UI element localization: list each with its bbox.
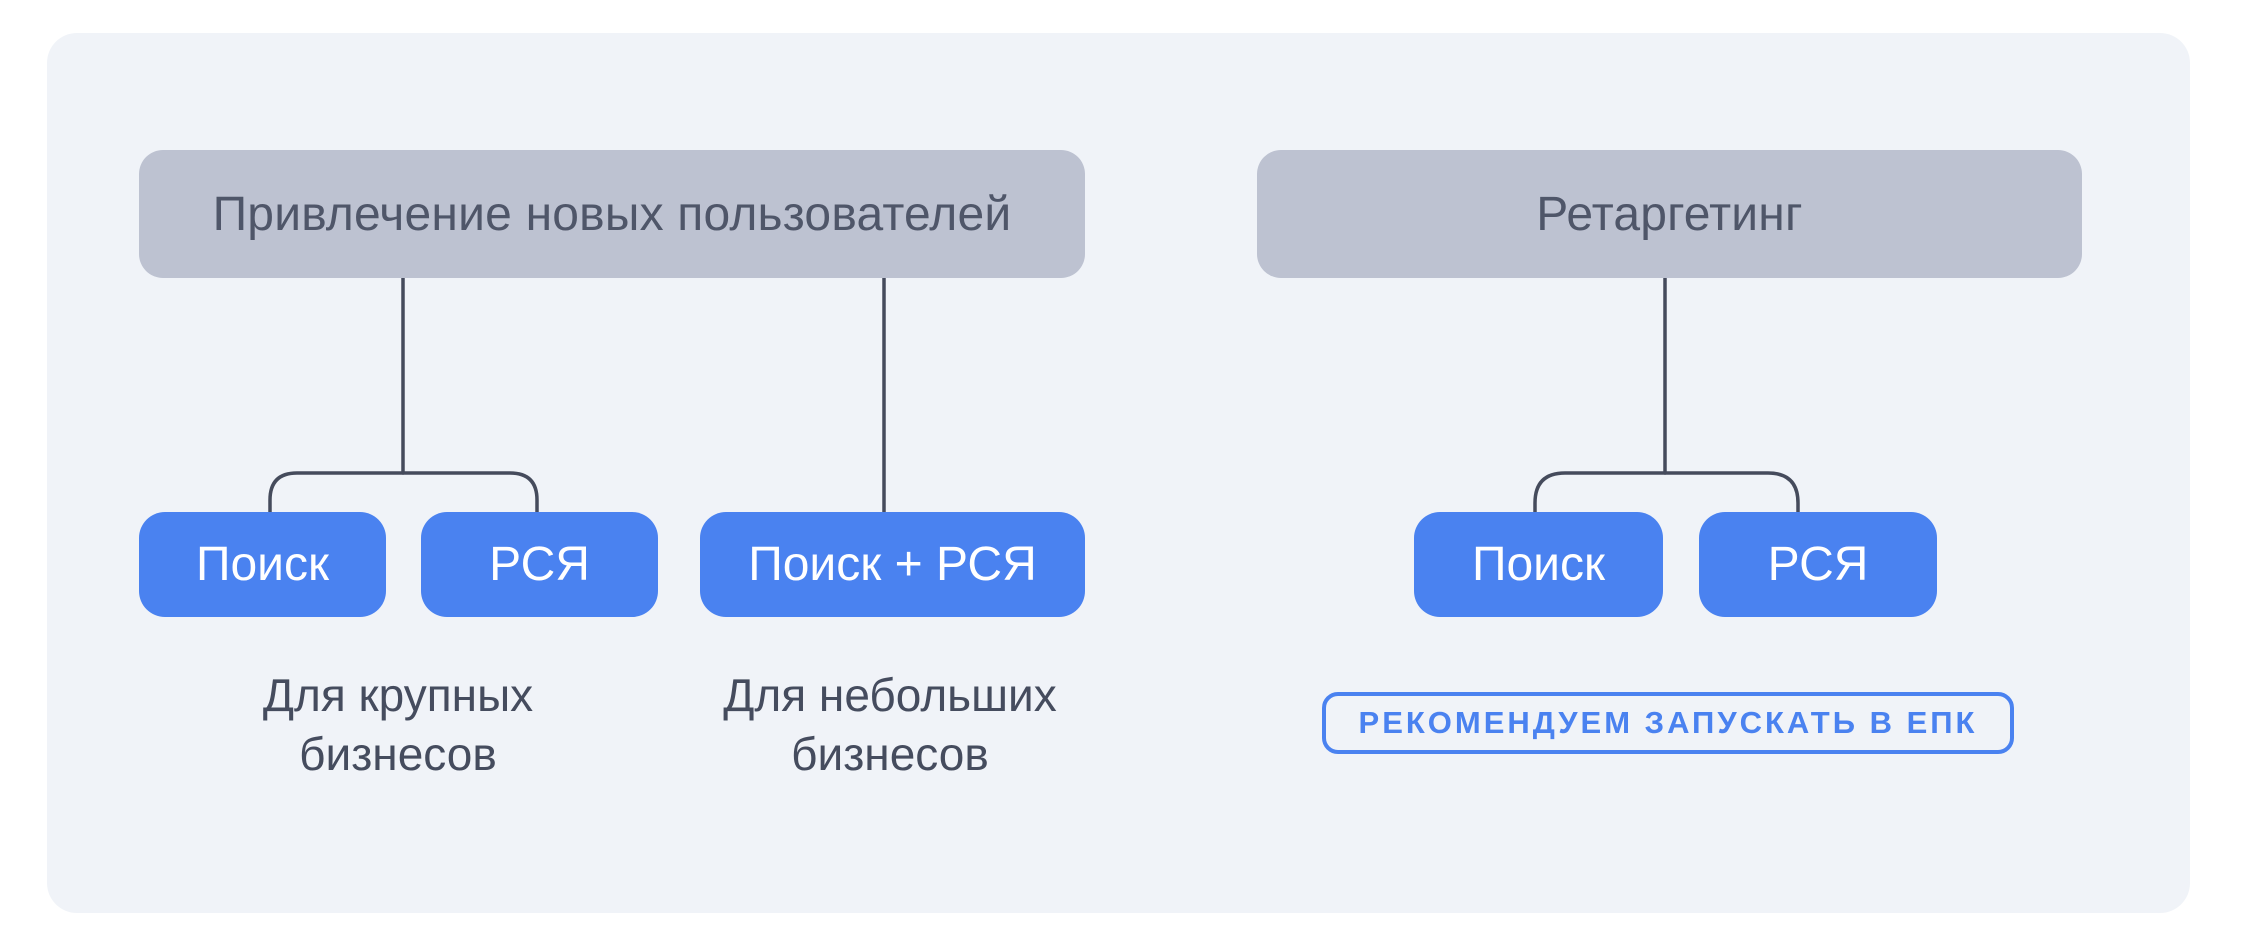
group-box-retargeting-label: Ретаргетинг [1536,187,1803,241]
node-left-rsya: РСЯ [421,512,658,617]
node-right-search: Поиск [1414,512,1663,617]
recommendation-badge-label: РЕКОМЕНДУЕМ ЗАПУСКАТЬ В ЕПК [1358,705,1978,740]
node-left-search-plus-rsya-label: Поиск + РСЯ [748,538,1037,591]
node-left-search-label: Поиск [195,538,329,591]
node-right-search-label: Поиск [1471,538,1605,591]
node-right-rsya-label: РСЯ [1767,538,1869,591]
recommendation-badge: РЕКОМЕНДУЕМ ЗАПУСКАТЬ В ЕПК [1322,692,2014,754]
caption-small-business: Для небольших бизнесов [723,669,1057,780]
node-left-search: Поиск [139,512,386,617]
group-box-new-users-label: Привлечение новых пользователей [212,187,1012,241]
node-right-rsya: РСЯ [1699,512,1937,617]
node-left-search-plus-rsya: Поиск + РСЯ [700,512,1085,617]
group-box-retargeting: Ретаргетинг [1257,150,2082,278]
node-left-rsya-label: РСЯ [489,538,590,591]
group-box-new-users: Привлечение новых пользователей [139,150,1085,278]
caption-large-business: Для крупных бизнесов [262,669,534,780]
